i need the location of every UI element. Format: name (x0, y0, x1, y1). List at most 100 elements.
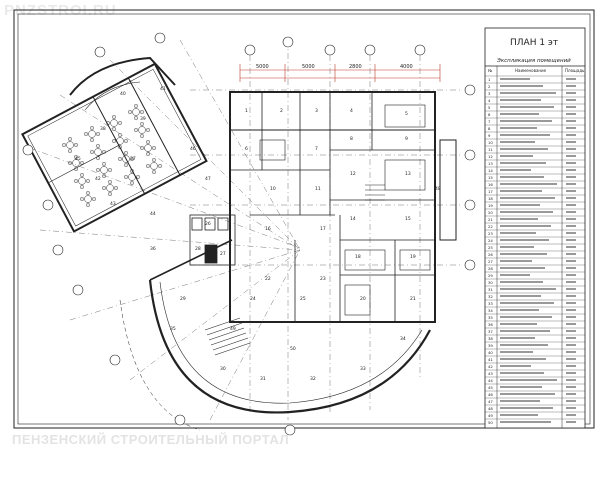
schedule-row-num: 44 (488, 378, 493, 383)
room-number: 6 (245, 146, 248, 152)
schedule-row-num: 39 (488, 343, 493, 348)
schedule-row-area-stroke (566, 246, 576, 248)
cafe-chair (118, 121, 122, 125)
cafe-table (110, 119, 118, 127)
room-number: 45 (75, 156, 81, 162)
cafe-chair (118, 145, 122, 149)
room-number: 22 (265, 276, 271, 282)
cafe-chair (74, 179, 78, 183)
schedule-row-area-stroke (566, 176, 576, 178)
schedule-row-area-stroke (566, 120, 576, 122)
cafe-table (66, 141, 74, 149)
schedule-row-num: 16 (488, 182, 493, 187)
schedule-row-area-stroke (566, 274, 576, 276)
cafe-chair (146, 128, 150, 132)
cafe-chair (68, 161, 72, 165)
schedule-row-area-stroke (566, 204, 576, 206)
schedule-row-name-stroke (500, 365, 531, 367)
room-number: 23 (320, 276, 326, 282)
schedule-row-name-stroke (500, 344, 548, 346)
room-number: 31 (260, 376, 266, 382)
schedule-row-num: 9 (488, 133, 491, 138)
schedule-row-name-stroke (500, 92, 556, 94)
cafe-chair (68, 137, 72, 141)
axis-marker (94, 46, 106, 58)
schedule-row-area-stroke (566, 260, 576, 262)
schedule-row-name-stroke (500, 225, 551, 227)
schedule-row-area-stroke (566, 99, 576, 101)
axis-marker (414, 44, 426, 56)
room-number: 12 (350, 171, 356, 177)
cafe-chair (90, 126, 94, 130)
schedule-row-area-stroke (566, 421, 576, 423)
schedule-row-name-stroke (500, 176, 544, 178)
room-number: 18 (355, 254, 361, 260)
cafe-chair (108, 168, 112, 172)
axis-marker (284, 424, 296, 436)
schedule-row-name-stroke (500, 309, 539, 311)
schedule-row-name-stroke (500, 337, 535, 339)
cafe-table (132, 108, 140, 116)
schedule-row-name-stroke (500, 85, 543, 87)
cafe-chair (130, 157, 134, 161)
schedule-row-name-stroke (500, 295, 541, 297)
cafe-chair (140, 146, 144, 150)
schedule-row-area-stroke (566, 316, 576, 318)
cafe-chair (124, 151, 128, 155)
schedule-row-area-stroke (566, 414, 576, 416)
cafe-chair (152, 146, 156, 150)
schedule-row-name-stroke (500, 351, 533, 353)
schedule-row-area-stroke (566, 134, 576, 136)
cafe-chair (146, 152, 150, 156)
dim-text-2: 5000 (302, 64, 315, 70)
axis-marker (42, 199, 54, 211)
cafe-chair (108, 180, 112, 184)
cafe-chair (146, 164, 150, 168)
schedule-row-num: 41 (488, 357, 493, 362)
cafe-chair (92, 197, 96, 201)
schedule-row-area-stroke (566, 253, 576, 255)
schedule-row-area-stroke (566, 365, 576, 367)
schedule-row-num: 18 (488, 196, 493, 201)
schedule-row-name-stroke (500, 421, 551, 423)
schedule-row-num: 8 (488, 126, 491, 131)
cafe-table (94, 148, 102, 156)
schedule-row-num: 26 (488, 252, 493, 257)
schedule-row-num: 22 (488, 224, 493, 229)
axis-marker (244, 44, 256, 56)
schedule-row-num: 30 (488, 280, 493, 285)
schedule-row-area-stroke (566, 225, 576, 227)
room-number: 34 (400, 336, 406, 342)
schedule-row-num: 23 (488, 231, 493, 236)
cafe-chair (108, 192, 112, 196)
schedule-row-area-stroke (566, 386, 576, 388)
schedule-row-area-stroke (566, 309, 576, 311)
top-dimension-texts: 5000 5000 2800 4000 (256, 64, 413, 70)
cafe-table (116, 137, 124, 145)
cafe-table (106, 184, 114, 192)
schedule-row-name-stroke (500, 379, 557, 381)
cafe-chair (124, 163, 128, 167)
schedule-row-area-stroke (566, 288, 576, 290)
schedule-row-area-stroke (566, 197, 576, 199)
cafe-chair (106, 121, 110, 125)
schedule-title: Экспликация помещений (496, 58, 571, 64)
schedule-row-num: 38 (488, 336, 493, 341)
room-number: 5 (405, 111, 408, 117)
schedule-row-num: 5 (488, 105, 491, 110)
curved-bay-top (69, 56, 176, 96)
dim-text-4: 4000 (400, 64, 413, 70)
schedule-row-name-stroke (500, 281, 543, 283)
schedule-row-area-stroke (566, 400, 576, 402)
watermark-bottom: ПЕНЗЕНСКИЙ СТРОИТЕЛЬНЫЙ ПОРТАЛ (12, 432, 290, 447)
room-number: 27 (220, 251, 226, 257)
cafe-chair (158, 164, 162, 168)
room-number: 46 (190, 146, 196, 152)
cafe-chair (124, 175, 128, 179)
schedule-row-num: 15 (488, 175, 493, 180)
cafe-chair (84, 132, 88, 136)
cafe-chair (80, 161, 84, 165)
schedule-row-name-stroke (500, 155, 533, 157)
cafe-chair (112, 127, 116, 131)
